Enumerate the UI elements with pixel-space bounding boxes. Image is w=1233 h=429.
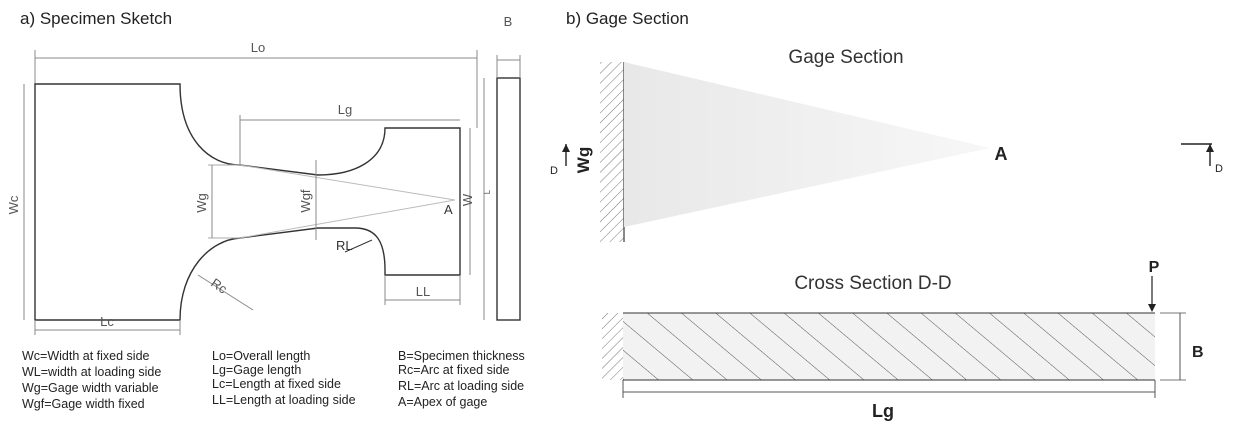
section-d-label-right: D xyxy=(1215,163,1223,175)
legend-item: B=Specimen thickness xyxy=(398,349,525,363)
cross-lg-label: Lg xyxy=(872,401,894,421)
legend-col-3: B=Specimen thickness Rc=Arc at fixed sid… xyxy=(398,349,525,409)
side-view-plate xyxy=(496,77,521,321)
legend-item: A=Apex of gage xyxy=(398,395,487,409)
cross-wall-hatch xyxy=(602,313,623,380)
load-p-label: P xyxy=(1149,259,1160,276)
legend-item: Wc=Width at fixed side xyxy=(22,349,150,363)
legend-item: Rc=Arc at fixed side xyxy=(398,363,510,377)
gage-line-bottom xyxy=(239,199,456,239)
legend-item: Wg=Gage width variable xyxy=(22,381,159,395)
cross-section-heading: Cross Section D-D xyxy=(794,273,951,294)
specimen-outline xyxy=(34,83,461,321)
panel-a-title: a) Specimen Sketch xyxy=(20,9,172,28)
load-arrow-head xyxy=(1148,304,1156,312)
legend-item: Lo=Overall length xyxy=(212,349,310,363)
legend-col-1: Wc=Width at fixed side WL=width at loadi… xyxy=(22,349,161,411)
wgf-label: Wgf xyxy=(298,189,313,213)
gage-apex-a-label: A xyxy=(995,144,1008,164)
ll-label: LL xyxy=(416,284,430,299)
legend-item: Lg=Gage length xyxy=(212,363,301,377)
lc-label: Lc xyxy=(100,314,114,329)
cross-section-hatch xyxy=(623,313,1155,380)
rc-leader xyxy=(197,274,254,311)
section-arrow-left-head xyxy=(562,144,570,152)
legend-item: WL=width at loading side xyxy=(22,365,161,379)
lg-label: Lg xyxy=(338,102,352,117)
wg-label: Wg xyxy=(194,193,209,213)
legend-item: RL=Arc at loading side xyxy=(398,379,524,393)
legend-item: Lc=Length at fixed side xyxy=(212,377,341,391)
rl-label: RL xyxy=(336,238,353,253)
w-label: W xyxy=(460,193,475,206)
legend-item: Wgf=Gage width fixed xyxy=(22,397,145,411)
l-label: L xyxy=(483,189,492,194)
fixed-wall-hatch xyxy=(600,62,624,242)
gage-triangle xyxy=(624,62,990,227)
panel-b-title: b) Gage Section xyxy=(566,9,689,28)
legend-col-2: Lo=Overall length Lg=Gage length Lc=Leng… xyxy=(212,349,356,407)
section-d-label-left: D xyxy=(550,165,558,177)
rl-leader xyxy=(344,239,373,253)
lo-label: Lo xyxy=(251,40,265,55)
gage-section-heading: Gage Section xyxy=(788,47,903,68)
apex-a-label: A xyxy=(444,202,453,217)
legend-item: LL=Length at loading side xyxy=(212,393,356,407)
b-label: B xyxy=(504,14,513,29)
section-arrow-right-head xyxy=(1206,144,1214,152)
cross-b-label: B xyxy=(1192,344,1204,361)
wc-label: Wc xyxy=(6,195,21,214)
gage-line-top xyxy=(239,164,456,201)
gage-wg-label: Wg xyxy=(574,147,593,173)
